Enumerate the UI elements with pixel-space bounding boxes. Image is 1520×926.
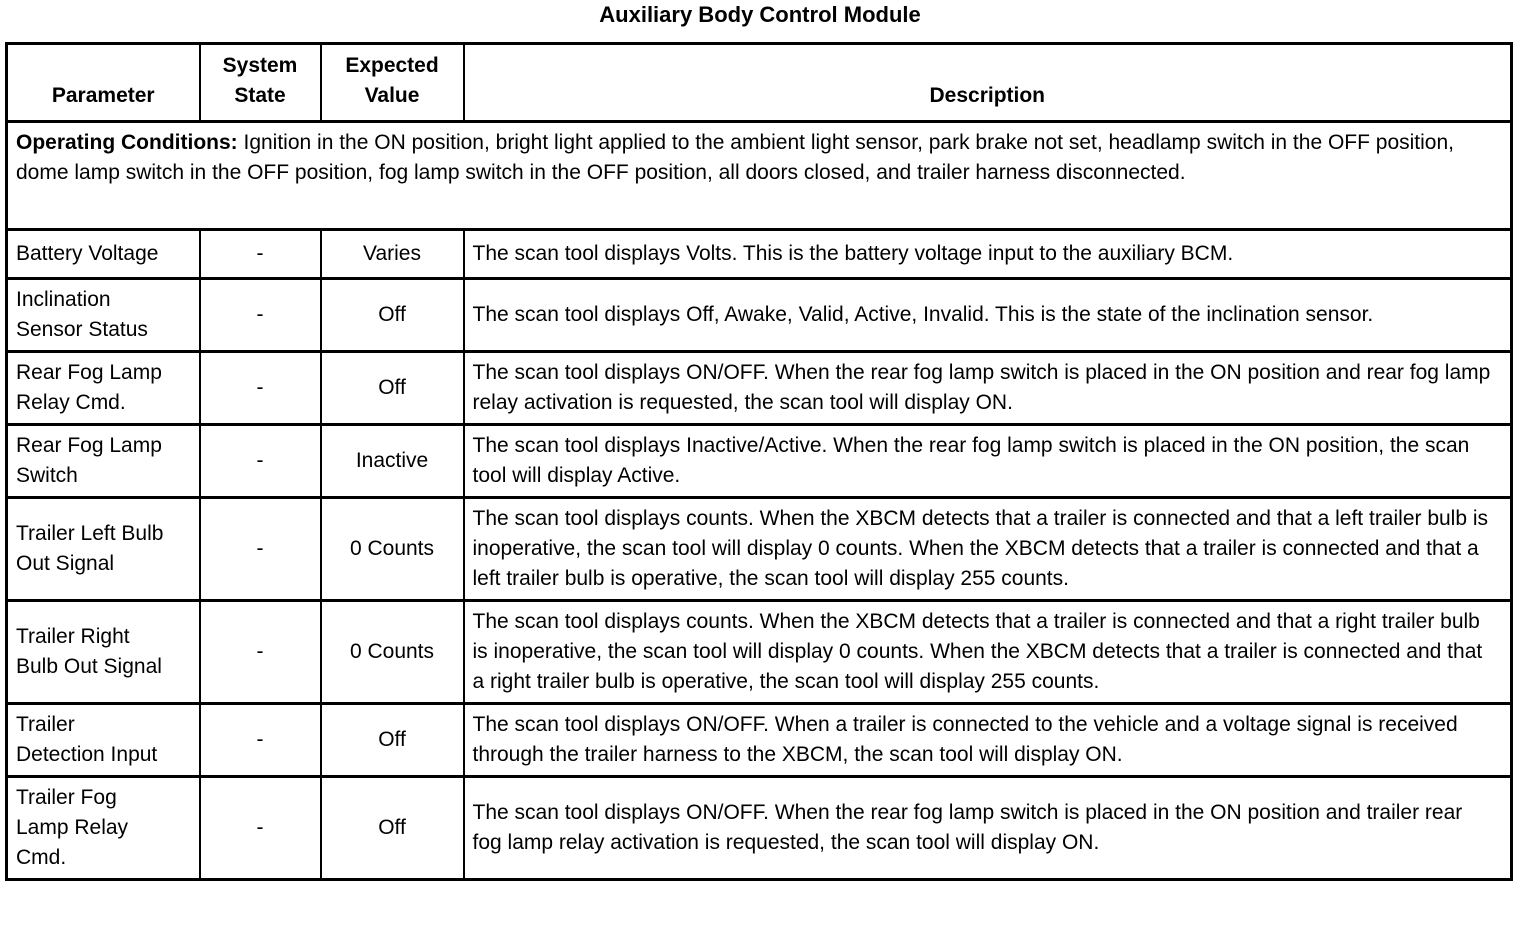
column-header-system-state: System State <box>198 42 322 123</box>
system-state-cell: - <box>198 277 322 353</box>
system-state-cell: - <box>198 775 322 881</box>
table-header: Parameter System State Expected Value De… <box>5 42 1513 123</box>
description-cell: The scan tool displays ON/OFF. When the … <box>462 775 1513 881</box>
description-cell: The scan tool displays counts. When the … <box>462 599 1513 705</box>
table-row: Rear Fog Lamp Switch - Inactive The scan… <box>5 423 1513 499</box>
expected-value-cell: 0 Counts <box>319 599 465 705</box>
table-row: Trailer Detection Input - Off The scan t… <box>5 702 1513 778</box>
page-title: Auxiliary Body Control Module <box>599 2 921 27</box>
table-row: Trailer Right Bulb Out Signal - 0 Counts… <box>5 599 1513 705</box>
operating-conditions-cell: Operating Conditions: Ignition in the ON… <box>5 120 1513 231</box>
table-row: Trailer Fog Lamp Relay Cmd. - Off The sc… <box>5 775 1513 881</box>
system-state-cell: - <box>198 702 322 778</box>
expected-value-cell: 0 Counts <box>319 496 465 602</box>
expected-value-cell: Off <box>319 775 465 881</box>
system-state-cell: - <box>198 350 322 426</box>
expected-value-cell: Off <box>319 350 465 426</box>
description-cell: The scan tool displays Inactive/Active. … <box>462 423 1513 499</box>
description-cell: The scan tool displays Off, Awake, Valid… <box>462 277 1513 353</box>
parameter-cell: Rear Fog Lamp Relay Cmd. <box>5 350 201 426</box>
column-header-expected-value: Expected Value <box>319 42 465 123</box>
description-cell: The scan tool displays ON/OFF. When the … <box>462 350 1513 426</box>
parameter-cell: Rear Fog Lamp Switch <box>5 423 201 499</box>
description-cell: The scan tool displays counts. When the … <box>462 496 1513 602</box>
expected-value-cell: Off <box>319 277 465 353</box>
description-cell: The scan tool displays ON/OFF. When a tr… <box>462 702 1513 778</box>
table-row: Inclination Sensor Status - Off The scan… <box>5 277 1513 353</box>
expected-value-cell: Inactive <box>319 423 465 499</box>
parameter-cell: Trailer Fog Lamp Relay Cmd. <box>5 775 201 881</box>
operating-conditions-row: Operating Conditions: Ignition in the ON… <box>5 120 1513 231</box>
parameter-cell: Inclination Sensor Status <box>5 277 201 353</box>
parameter-cell: Trailer Detection Input <box>5 702 201 778</box>
column-header-description: Description <box>462 42 1513 123</box>
table-row: Battery Voltage - Varies The scan tool d… <box>5 228 1513 280</box>
table-row: Rear Fog Lamp Relay Cmd. - Off The scan … <box>5 350 1513 426</box>
expected-value-cell: Off <box>319 702 465 778</box>
parameter-cell: Trailer Right Bulb Out Signal <box>5 599 201 705</box>
system-state-cell: - <box>198 496 322 602</box>
parameter-table: Parameter System State Expected Value De… <box>5 42 1513 881</box>
table-row: Trailer Left Bulb Out Signal - 0 Counts … <box>5 496 1513 602</box>
description-cell: The scan tool displays Volts. This is th… <box>462 228 1513 280</box>
system-state-cell: - <box>198 228 322 280</box>
table-body: Operating Conditions: Ignition in the ON… <box>5 120 1513 881</box>
parameter-cell: Battery Voltage <box>5 228 201 280</box>
operating-conditions-label: Operating Conditions: <box>16 131 238 154</box>
header-row: Parameter System State Expected Value De… <box>5 42 1513 123</box>
system-state-cell: - <box>198 423 322 499</box>
system-state-cell: - <box>198 599 322 705</box>
operating-conditions-text: Ignition in the ON position, bright ligh… <box>16 131 1454 184</box>
expected-value-cell: Varies <box>319 228 465 280</box>
column-header-parameter: Parameter <box>5 42 201 123</box>
parameter-cell: Trailer Left Bulb Out Signal <box>5 496 201 602</box>
